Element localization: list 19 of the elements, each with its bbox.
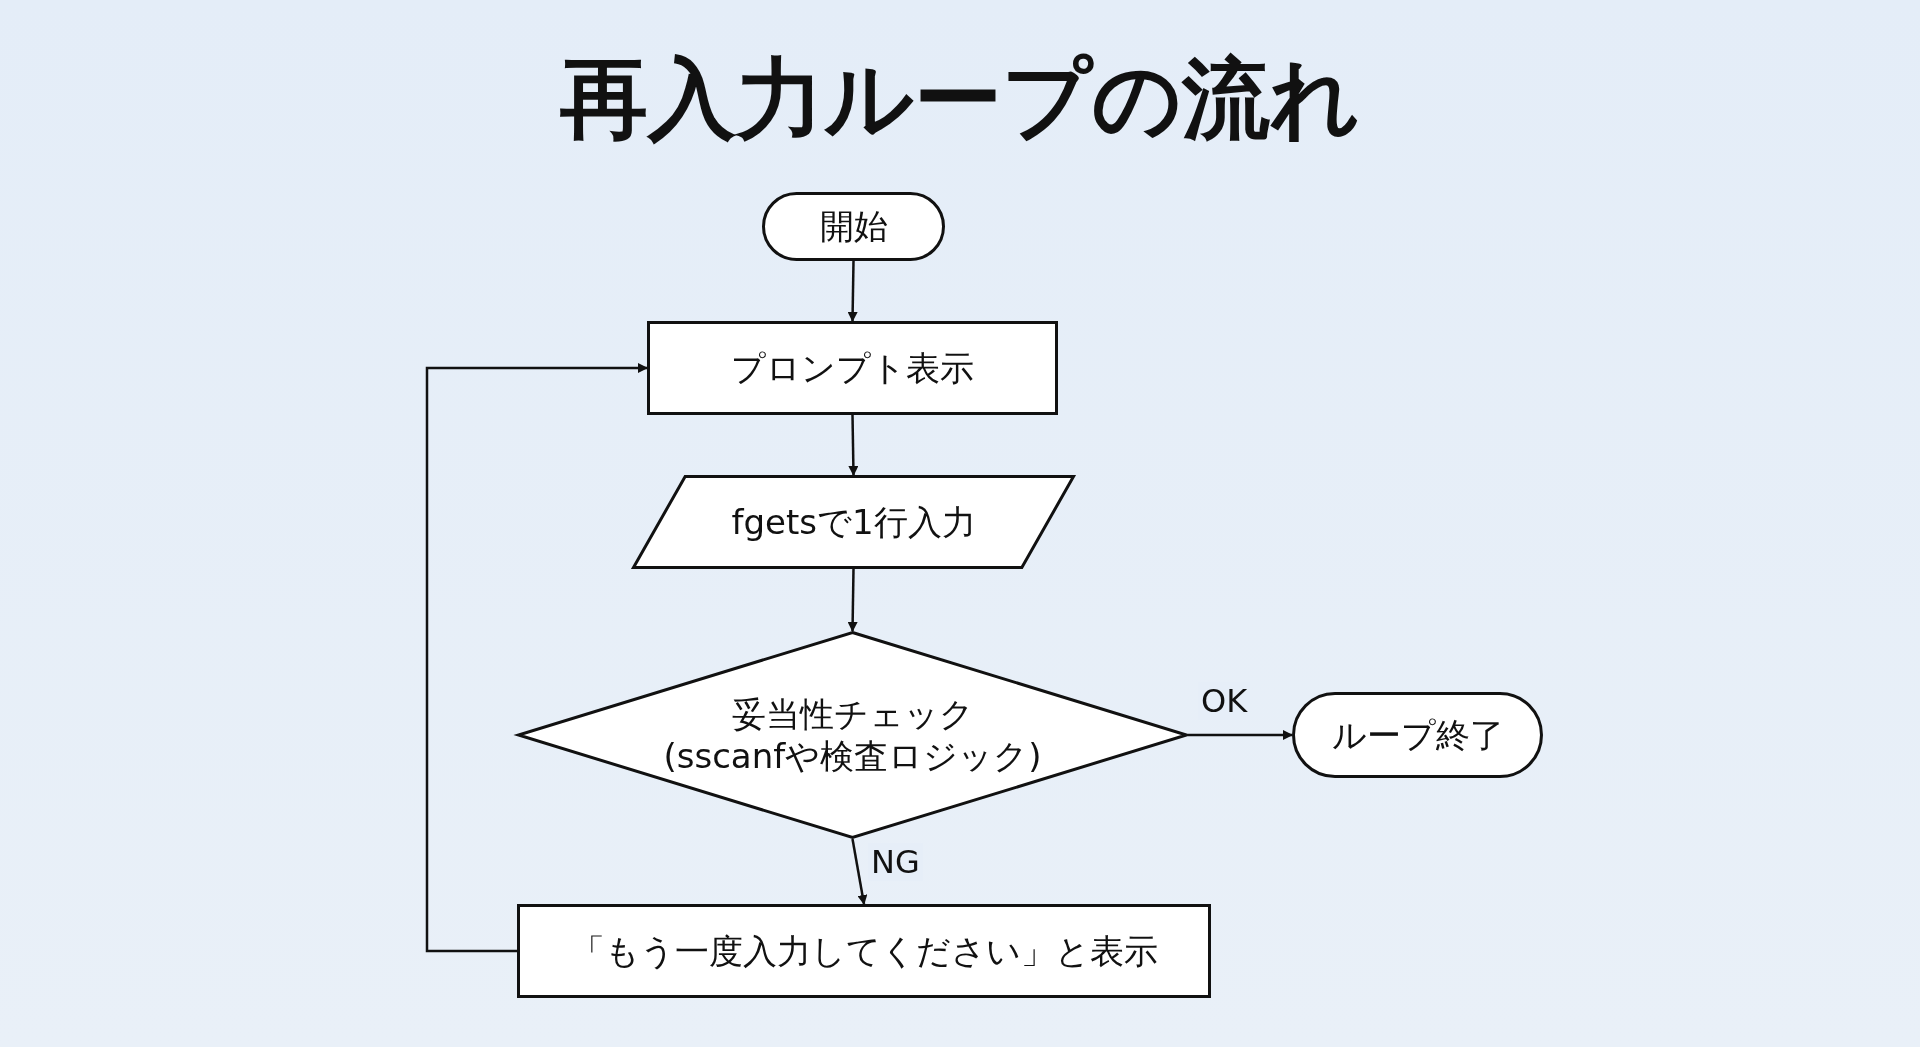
arrow bbox=[425, 363, 648, 953]
node-label: 開始 bbox=[819, 205, 888, 248]
arrow bbox=[847, 260, 858, 322]
process-box bbox=[647, 321, 1058, 415]
start-terminal bbox=[762, 192, 945, 261]
arrow bbox=[847, 568, 858, 632]
node-label: (sscanfや検査ロジック) bbox=[663, 735, 1042, 778]
arrow bbox=[851, 838, 868, 905]
title: 再入力ループの流れ bbox=[559, 46, 1361, 152]
input-parallelogram bbox=[632, 475, 1075, 569]
node-label: fgetsで1行入力 bbox=[731, 500, 976, 544]
end-terminal bbox=[1292, 692, 1543, 778]
node-label: 妥当性チェック bbox=[731, 692, 974, 735]
node-label: 「もう一度入力してください」と表示 bbox=[570, 929, 1158, 973]
arrow bbox=[1188, 730, 1293, 740]
node-label: プロンプト表示 bbox=[731, 346, 974, 390]
process-box bbox=[517, 904, 1211, 998]
arrow bbox=[848, 414, 859, 476]
node-label: ループ終了 bbox=[1331, 713, 1504, 757]
